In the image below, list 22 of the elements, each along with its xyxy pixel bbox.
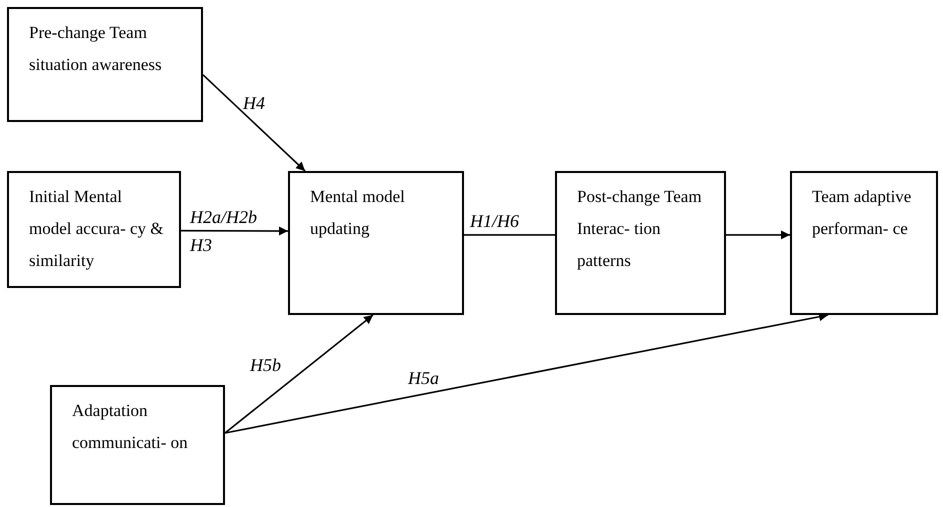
concept-box (288, 171, 464, 315)
box-text: Adaptation communicati- on (72, 400, 189, 454)
concept-box (7, 171, 181, 288)
hypothesis-label: H3 (190, 234, 212, 256)
edge-label: H2a/H2b (190, 206, 257, 228)
edge-label: H4 (243, 92, 265, 114)
box-text: Team adaptive performan- ce (812, 186, 912, 240)
arrow (202, 74, 306, 172)
concept-box (555, 171, 726, 315)
edge-label: H5b (250, 354, 281, 376)
box-text: Mental model updating (310, 186, 406, 240)
box-text: Post-change Team Interac- tion patterns (577, 186, 703, 272)
box-text: Initial Mental model accura- cy & similarity (29, 186, 165, 272)
concept-box (790, 171, 938, 315)
arrow (726, 230, 790, 240)
concept-box (50, 385, 225, 505)
box-text: Pre-change Team situation awareness (29, 22, 163, 76)
arrow (224, 314, 374, 434)
edge-label: H5a (408, 367, 439, 389)
arrow (181, 226, 288, 236)
edge-label: H1/H6 (470, 210, 519, 232)
concept-box (7, 7, 203, 122)
